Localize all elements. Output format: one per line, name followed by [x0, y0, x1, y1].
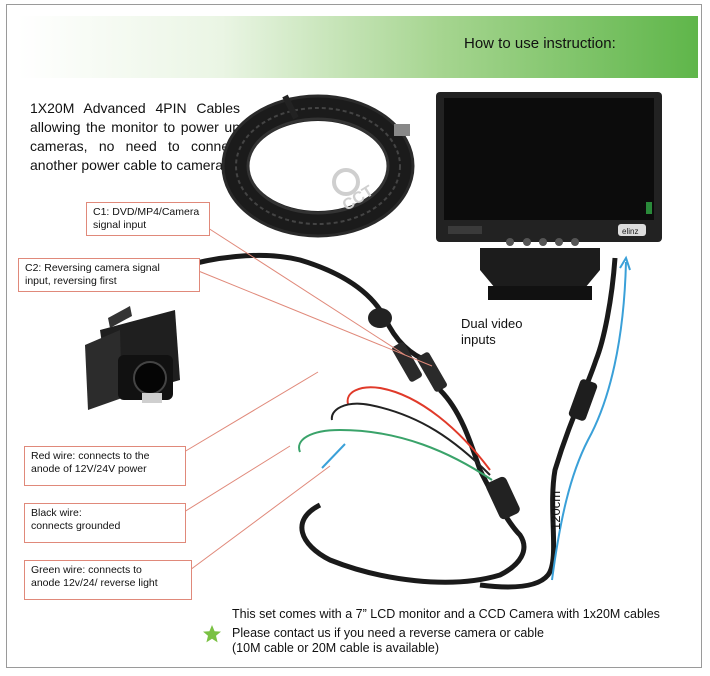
callout-c2-line2: input, reversing first: [25, 275, 117, 287]
callout-green-line2: anode 12v/24/ reverse light: [31, 577, 158, 589]
callout-c1: C1: DVD/MP4/Camera signal input: [86, 202, 210, 236]
camera-cable: [177, 252, 431, 365]
callout-red-line1: Red wire: connects to the: [31, 450, 150, 462]
dual-video-line1: Dual video: [461, 316, 523, 331]
footer-notes: This set comes with a 7” LCD monitor and…: [232, 607, 660, 656]
footer-line3: (10M cable or 20M cable is available): [232, 641, 440, 655]
green-wire: [298, 428, 493, 481]
dual-video-label: Dual video inputs: [461, 316, 522, 348]
callout-black-line2: connects grounded: [31, 520, 121, 532]
callout-c2-line1: C2: Reversing camera signal: [25, 262, 160, 274]
page-title: How to use instruction:: [464, 35, 616, 52]
connector-monitor: [568, 379, 598, 421]
cable-length-label: 120cm: [548, 490, 563, 530]
coiled-cable: [221, 94, 415, 238]
callout-c1-line1: C1: DVD/MP4/Camera: [93, 206, 200, 218]
footer-line2: Please contact us if you need a reverse …: [232, 626, 544, 640]
connector-c1: [392, 342, 422, 382]
monitor-brand-text: elinz: [622, 227, 638, 236]
junction-box: [486, 476, 520, 520]
callout-green-wire: Green wire: connects to anode 12v/24/ re…: [24, 560, 192, 600]
watermark-logo: [332, 168, 360, 196]
callout-c1-line2: signal input: [93, 219, 147, 231]
cable-clip: [368, 308, 392, 328]
length-arrow-head: [619, 255, 631, 271]
footer-line1: This set comes with a 7” LCD monitor and…: [232, 607, 660, 621]
callout-black-wire: Black wire: connects grounded: [24, 503, 186, 543]
star-icon: [203, 625, 221, 643]
red-wire: [346, 386, 491, 471]
callout-c2: C2: Reversing camera signal input, rever…: [18, 258, 200, 292]
page-frame: [6, 4, 702, 668]
length-arrow: [551, 261, 627, 581]
callout-red-line2: anode of 12V/24V power: [31, 463, 147, 475]
connector-c2: [417, 352, 447, 392]
monitor-cable: [479, 257, 618, 590]
dual-video-line2: inputs: [461, 332, 496, 347]
header-banner: [18, 16, 698, 78]
black-wire: [330, 402, 491, 476]
lcd-monitor: elinz: [436, 92, 662, 300]
intro-text: 1X20M Advanced 4PIN Cables allowing the …: [30, 100, 240, 173]
ccd-camera: [85, 306, 180, 410]
callout-red-wire: Red wire: connects to the anode of 12V/2…: [24, 446, 186, 486]
green-wire-marker: [321, 443, 346, 469]
callout-leaders: [183, 227, 433, 571]
callout-black-line1: Black wire:: [31, 507, 82, 519]
callout-green-line1: Green wire: connects to: [31, 564, 142, 576]
